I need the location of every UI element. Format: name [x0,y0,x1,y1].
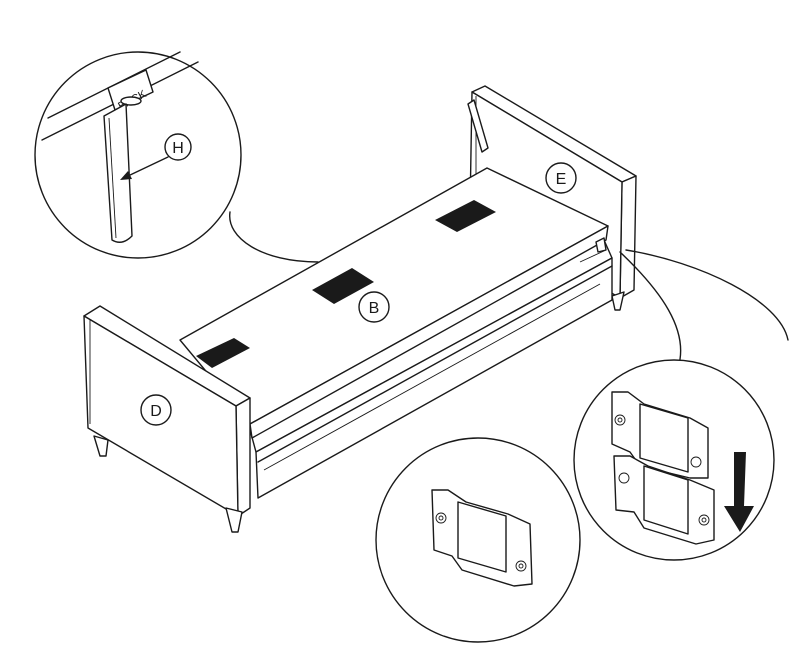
bracket-connect-callout [573,249,789,561]
svg-text:B: B [369,300,380,317]
svg-text:H: H [172,140,184,157]
label-h: H [120,133,192,180]
seat-platform [179,167,609,439]
velcro-pad-rear [435,200,496,232]
label-b: B [358,291,390,323]
velcro-pad-front [196,338,250,368]
bracket-detail-callout [375,437,581,643]
svg-text:E: E [556,171,567,188]
velcro-pads [196,200,496,368]
leg-detail-callout: BACK [34,51,319,263]
label-e: E [545,162,577,194]
label-d: D [140,394,172,426]
velcro-pad-middle [312,268,374,304]
down-arrow-icon [724,452,754,532]
svg-text:D: D [150,403,162,420]
